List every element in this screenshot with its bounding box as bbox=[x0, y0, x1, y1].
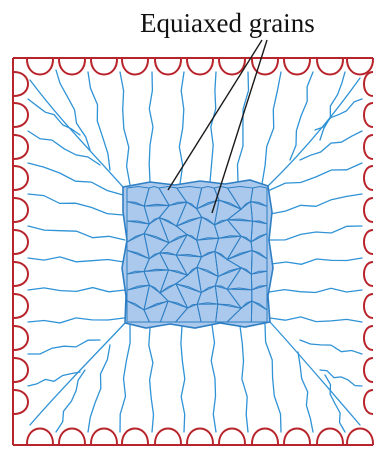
columnar-boundary-bottom bbox=[149, 328, 154, 432]
chill-grain-left bbox=[13, 198, 28, 222]
chill-grain-bottom bbox=[155, 429, 181, 446]
equiaxed-zone bbox=[122, 180, 273, 328]
columnar-boundary-top bbox=[320, 72, 345, 140]
chill-grain-top bbox=[155, 58, 181, 75]
chill-grain-bottom bbox=[317, 429, 343, 446]
columnar-boundary-top bbox=[120, 72, 130, 185]
chill-grain-left bbox=[13, 103, 28, 127]
chill-grain-bottom bbox=[59, 429, 85, 446]
chill-grain-right bbox=[364, 358, 373, 382]
chill-grain-right bbox=[364, 294, 373, 318]
chill-grain-left bbox=[13, 166, 28, 190]
chill-grain-right bbox=[364, 326, 373, 350]
columnar-boundary-left bbox=[28, 340, 100, 354]
columnar-boundary-right bbox=[270, 317, 362, 322]
columnar-boundary-bottom bbox=[265, 324, 281, 432]
corner-boundary-bottom-right bbox=[270, 322, 360, 425]
chill-grain-bottom bbox=[91, 429, 117, 446]
columnar-boundary-left bbox=[28, 163, 123, 195]
columnar-boundary-bottom bbox=[211, 325, 216, 432]
chill-grain-left bbox=[13, 326, 28, 350]
chill-grain-left bbox=[13, 294, 28, 318]
columnar-boundary-right bbox=[269, 288, 362, 292]
chill-grain-bottom bbox=[347, 429, 373, 446]
equiaxed-grains-label: Equiaxed grains bbox=[140, 8, 315, 38]
chill-grain-left bbox=[13, 72, 28, 96]
chill-grain-right bbox=[364, 72, 373, 96]
chill-grain-right bbox=[364, 198, 373, 222]
chill-grain-bottom bbox=[219, 429, 245, 446]
chill-grain-top bbox=[284, 58, 310, 75]
chill-grain-left bbox=[13, 135, 28, 159]
chill-grain-top bbox=[252, 58, 278, 75]
columnar-boundary-right bbox=[270, 226, 362, 240]
corner-boundary-top-left bbox=[30, 80, 123, 187]
columnar-boundary-right bbox=[270, 163, 362, 190]
columnar-boundary-right bbox=[315, 99, 362, 130]
chill-grain-bottom bbox=[27, 429, 53, 446]
chill-grain-right bbox=[364, 103, 373, 127]
chill-grain-right bbox=[364, 390, 373, 414]
columnar-boundary-top bbox=[88, 72, 110, 170]
columnar-boundary-bottom bbox=[56, 370, 85, 432]
chill-grain-bottom bbox=[122, 429, 148, 446]
columnar-boundary-left bbox=[28, 194, 123, 215]
chill-grain-top bbox=[122, 58, 148, 75]
chill-grain-top bbox=[187, 58, 213, 75]
columnar-boundary-right bbox=[300, 131, 362, 160]
chill-grain-right bbox=[364, 166, 373, 190]
columnar-boundary-right bbox=[300, 340, 362, 354]
leader-line-left bbox=[168, 40, 262, 190]
columnar-boundary-right bbox=[270, 194, 362, 214]
chill-grain-top bbox=[317, 58, 343, 75]
columnar-boundary-top bbox=[149, 72, 153, 182]
columnar-boundary-left bbox=[28, 288, 125, 292]
columnar-boundary-top bbox=[56, 70, 90, 150]
columnar-boundary-left bbox=[28, 318, 124, 323]
columnar-boundary-top bbox=[290, 72, 313, 160]
corner-boundary-bottom-left bbox=[30, 323, 125, 425]
chill-grain-left bbox=[13, 358, 28, 382]
chill-grain-bottom bbox=[252, 429, 278, 446]
chill-grain-top bbox=[59, 58, 85, 75]
chill-grain-left bbox=[13, 390, 28, 414]
chill-grain-right bbox=[364, 262, 373, 286]
chill-grain-top bbox=[91, 58, 117, 75]
columnar-boundary-left bbox=[28, 257, 124, 262]
columnar-boundary-right bbox=[271, 258, 362, 264]
columnar-boundary-left bbox=[28, 226, 125, 240]
chill-grain-bottom bbox=[187, 429, 213, 446]
chill-grain-left bbox=[13, 230, 28, 254]
columnar-boundary-bottom bbox=[298, 352, 313, 432]
columnar-boundary-bottom bbox=[181, 326, 185, 432]
chill-grain-right bbox=[364, 230, 373, 254]
columnar-boundary-top bbox=[262, 72, 281, 184]
columnar-boundary-bottom bbox=[120, 325, 130, 432]
chill-grain-left bbox=[13, 262, 28, 286]
chill-grain-right bbox=[364, 135, 373, 159]
chill-grain-top bbox=[27, 58, 53, 75]
columnar-boundary-bottom bbox=[240, 326, 248, 432]
columnar-boundary-top bbox=[210, 72, 216, 182]
chill-grain-bottom bbox=[284, 429, 310, 446]
